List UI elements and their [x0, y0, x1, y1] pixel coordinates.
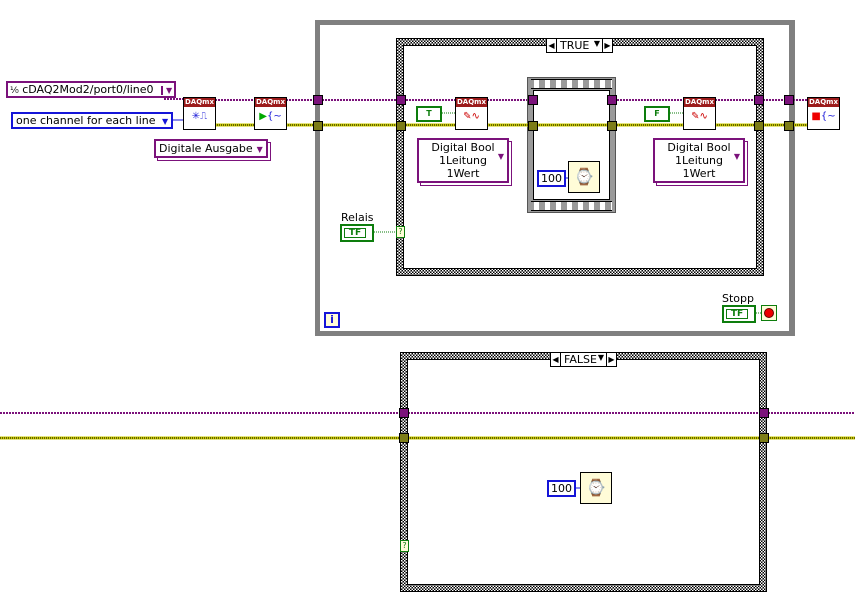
case-selector-false[interactable]: ◀ FALSE▼ ▶: [550, 352, 617, 367]
daqmx-write-node[interactable]: DAQmx✎∿: [455, 97, 488, 130]
write-mode-ring-left[interactable]: Digital Bool 1Leitung 1Wert ▼: [417, 138, 509, 183]
wait-ms-constant[interactable]: 100: [547, 480, 576, 497]
write-pencil-icon: ✎∿: [463, 111, 480, 122]
write-pencil-icon: ✎∿: [691, 111, 708, 122]
error-tunnel[interactable]: [399, 433, 409, 443]
start-icon: ▶{~: [259, 111, 282, 122]
error-tunnel[interactable]: [396, 121, 406, 131]
daqmx-stop-task-node[interactable]: DAQmx■{~: [807, 97, 840, 130]
ring-text: 1Leitung 1Wert: [439, 154, 487, 180]
prev-case-icon[interactable]: ◀: [548, 41, 555, 50]
error-tunnel[interactable]: [784, 121, 794, 131]
dropdown-icon[interactable]: ▼: [733, 152, 740, 161]
stop-if-true-icon: [764, 308, 774, 318]
dropdown-icon[interactable]: ▼: [162, 117, 169, 126]
case-selector-terminal[interactable]: ?: [396, 226, 405, 238]
error-tunnel[interactable]: [754, 121, 764, 131]
task-type-ring[interactable]: Digitale Ausgabe▼: [154, 139, 268, 158]
task-tunnel[interactable]: [313, 95, 323, 105]
daqmx-create-channel-node[interactable]: DAQmx✳⎍: [183, 97, 216, 130]
dropdown-icon[interactable]: ▼: [593, 39, 600, 48]
task-tunnel[interactable]: [399, 408, 409, 418]
case-label: FALSE: [564, 353, 597, 366]
error-tunnel[interactable]: [313, 121, 323, 131]
stopp-terminal[interactable]: TF: [722, 305, 756, 323]
case-selector-terminal[interactable]: ?: [400, 540, 409, 552]
watch-icon: ⌚: [586, 478, 606, 497]
channel-constant[interactable]: ⅟₀ cDAQ2Mod2/port0/line0 ▼: [6, 81, 177, 98]
create-channel-icon: ✳⎍: [191, 111, 208, 122]
numeric-wire: [562, 177, 580, 489]
relais-terminal[interactable]: TF: [340, 224, 374, 242]
task-tunnel[interactable]: [754, 95, 764, 105]
relais-label: Relais: [341, 211, 374, 224]
task-tunnel[interactable]: [607, 95, 617, 105]
case-label: TRUE: [560, 39, 590, 52]
task-type-value: Digitale Ausgabe: [159, 142, 253, 155]
line-grouping-value: one channel for each line: [16, 114, 156, 127]
next-case-icon[interactable]: ▶: [608, 355, 615, 364]
task-tunnel[interactable]: [528, 95, 538, 105]
wait-ms-constant[interactable]: 100: [537, 170, 566, 187]
error-tunnel[interactable]: [528, 121, 538, 131]
stopp-label: Stopp: [722, 292, 754, 305]
io-icon: ⅟₀: [10, 86, 19, 96]
ring-text: Digital Bool: [431, 141, 495, 154]
daqmx-start-task-node[interactable]: DAQmx▶{~: [254, 97, 287, 130]
daqmx-write-node[interactable]: DAQmx✎∿: [683, 97, 716, 130]
task-tunnel[interactable]: [396, 95, 406, 105]
wait-ms-node[interactable]: ⌚: [568, 161, 600, 193]
iteration-terminal: i: [324, 312, 340, 328]
dropdown-icon[interactable]: ▼: [497, 152, 504, 161]
error-tunnel[interactable]: [607, 121, 617, 131]
task-tunnel[interactable]: [759, 408, 769, 418]
boolean-constant-true[interactable]: T: [416, 106, 442, 122]
error-tunnel[interactable]: [759, 433, 769, 443]
prev-case-icon[interactable]: ◀: [552, 355, 559, 364]
channel-value: cDAQ2Mod2/port0/line0: [22, 83, 154, 96]
stop-icon: ■{~: [811, 111, 836, 122]
next-case-icon[interactable]: ▶: [604, 41, 611, 50]
task-tunnel[interactable]: [784, 95, 794, 105]
loop-condition-terminal[interactable]: [761, 305, 777, 321]
ring-text: 1Leitung 1Wert: [675, 154, 723, 180]
write-mode-ring-right[interactable]: Digital Bool 1Leitung 1Wert ▼: [653, 138, 745, 183]
boolean-constant-false[interactable]: F: [644, 106, 670, 122]
dropdown-icon[interactable]: ▼: [256, 145, 263, 154]
dropdown-icon[interactable]: ▼: [597, 353, 604, 362]
dropdown-icon[interactable]: ▼: [161, 86, 173, 95]
while-loop[interactable]: [315, 20, 795, 336]
wait-ms-node[interactable]: ⌚: [580, 472, 612, 504]
line-grouping-constant[interactable]: one channel for each line ▼: [11, 112, 174, 129]
case-selector-true[interactable]: ◀ TRUE▼ ▶: [546, 38, 613, 53]
ring-text: Digital Bool: [667, 141, 731, 154]
watch-icon: ⌚: [574, 167, 594, 186]
